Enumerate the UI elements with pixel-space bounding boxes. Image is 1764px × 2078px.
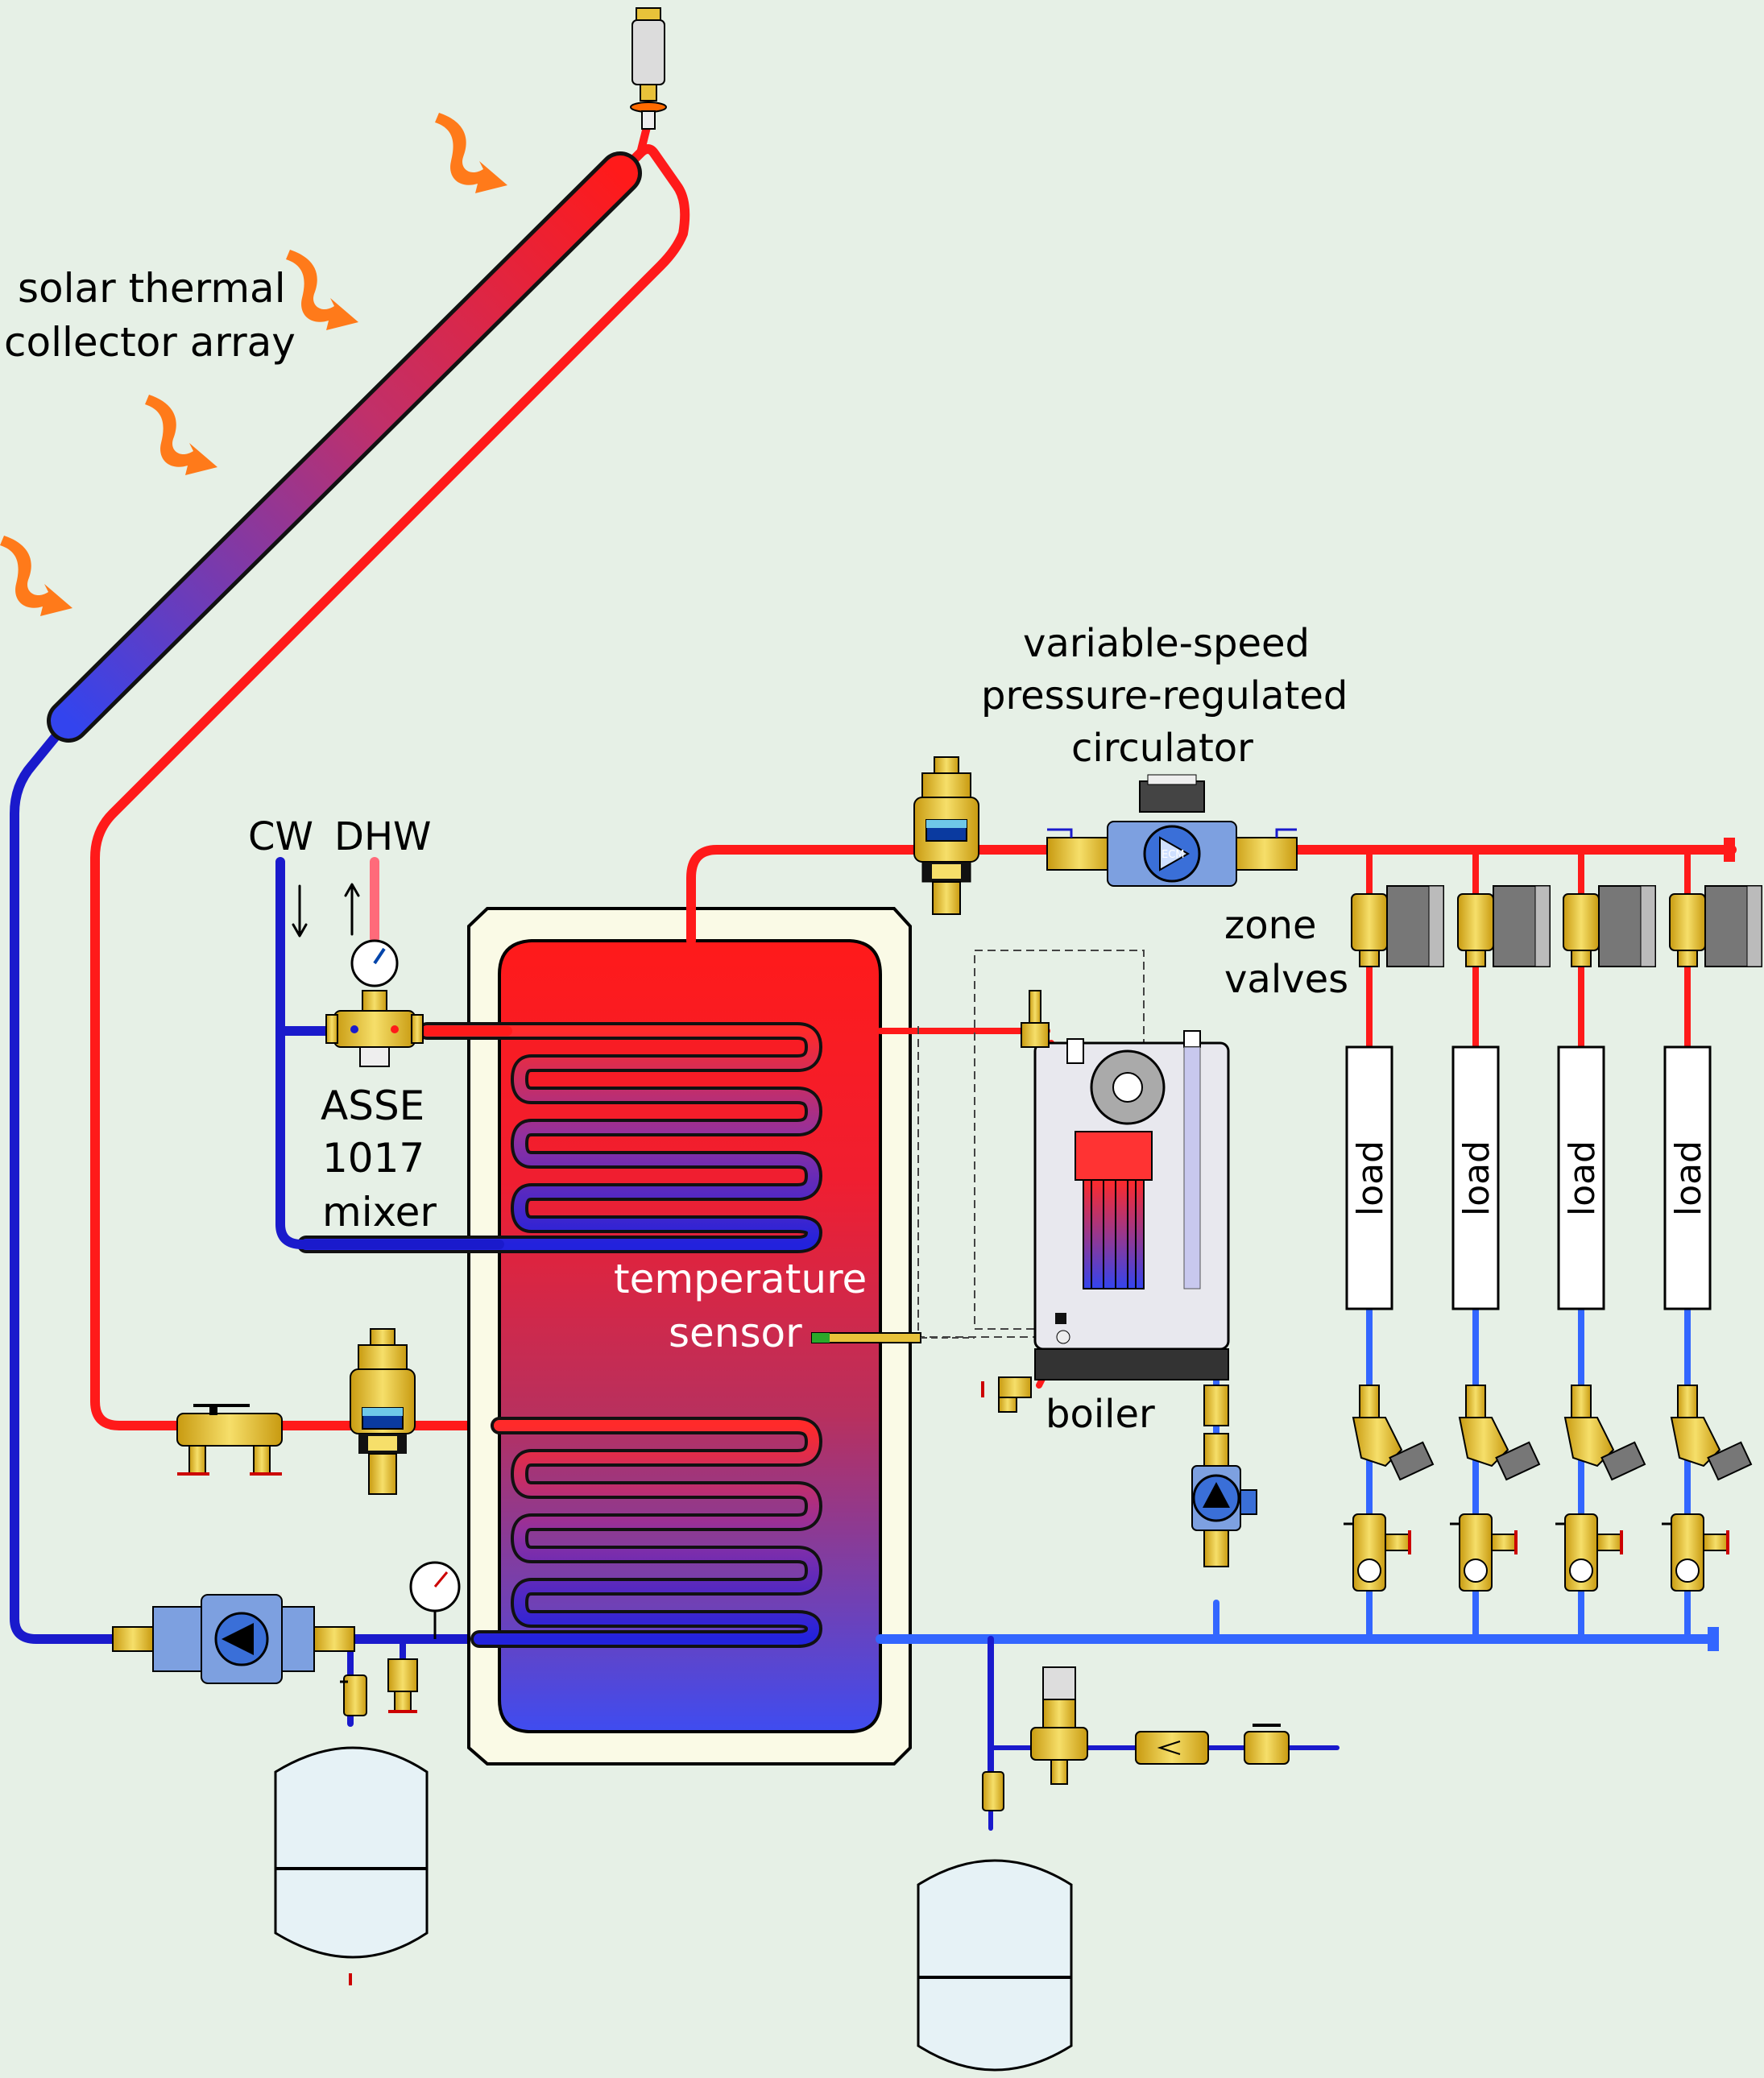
mixer-label-3: mixer xyxy=(322,1189,437,1236)
supply-cap xyxy=(1724,838,1735,862)
gauge-icon xyxy=(409,1561,461,1639)
mixer-label-1: ASSE xyxy=(321,1082,424,1129)
load-label: load xyxy=(1456,1140,1497,1216)
air-separator-icon xyxy=(913,756,979,915)
text-labels: solar thermal collector array variable-s… xyxy=(4,265,1348,1437)
boiler-icon xyxy=(917,950,1230,1381)
mixer-label-2: 1017 xyxy=(322,1135,424,1182)
dhw-coil xyxy=(297,1022,822,1253)
balancing-valve-icon xyxy=(1352,1385,1435,1481)
load-label: load xyxy=(1562,1140,1603,1216)
sun-arrow-icon xyxy=(435,113,507,193)
sensor-label-1: temperature xyxy=(614,1256,867,1302)
load-box: load xyxy=(1663,1045,1712,1310)
ball-valve-icon xyxy=(982,1771,1004,1811)
balancing-valve-icon xyxy=(1563,1385,1646,1481)
mixing-valve-icon xyxy=(325,939,424,1067)
zone-valve-icon xyxy=(1563,885,1656,967)
ball-valve-icon xyxy=(1555,1513,1623,1592)
load-box: load xyxy=(1557,1045,1605,1310)
cw-label: CW xyxy=(248,814,313,859)
collector-label-1: solar thermal xyxy=(18,265,286,312)
circulator-icon xyxy=(112,1594,355,1684)
air-vent-icon xyxy=(630,7,667,130)
supply-header xyxy=(686,845,1737,946)
sun-arrow-icon xyxy=(145,395,217,475)
fill-valve-icon xyxy=(1030,1666,1088,1785)
circulator-label-3: circulator xyxy=(1071,726,1253,771)
load-label: load xyxy=(1350,1140,1391,1216)
dhw-piping xyxy=(275,857,512,1249)
load-box: load xyxy=(1345,1045,1393,1310)
solar-coil xyxy=(470,1417,822,1648)
drain-valve-icon xyxy=(387,1658,418,1713)
ecm-badge: ECM xyxy=(1162,849,1185,861)
boiler-label: boiler xyxy=(1046,1392,1155,1437)
zone-valves-label-2: valves xyxy=(1224,957,1348,1002)
ball-valve-icon xyxy=(1662,1513,1729,1592)
return-cap xyxy=(1708,1627,1719,1651)
dhw-label: DHW xyxy=(334,814,432,859)
temperature-sensor-icon xyxy=(811,1332,975,1343)
circulator-icon xyxy=(1191,1385,1257,1567)
relief-valve-icon xyxy=(1021,990,1050,1048)
sun-arrows xyxy=(0,113,507,616)
collector-label-2: collector array xyxy=(4,319,296,366)
drain-valve-icon xyxy=(981,1376,1032,1413)
air-separator-icon xyxy=(350,1328,416,1495)
solar-cold-pipe xyxy=(10,716,484,1644)
solar-collector xyxy=(47,151,642,743)
circulator-icon: ECM xyxy=(1046,774,1298,887)
circulator-label-1: variable-speed xyxy=(1023,621,1310,666)
cold-water-pipe xyxy=(275,857,504,1249)
expansion-tank-icon xyxy=(917,1859,1073,2072)
check-valve-icon xyxy=(1135,1731,1209,1765)
ball-valve-icon xyxy=(1344,1513,1411,1592)
load-label: load xyxy=(1668,1140,1709,1216)
zones: load load load load xyxy=(1344,850,1762,1639)
zone-valves-label-1: zone xyxy=(1224,903,1317,948)
ball-valve-icon xyxy=(1244,1724,1290,1765)
expansion-tank-icon xyxy=(274,1746,429,1985)
sun-arrow-icon xyxy=(286,250,358,330)
zone-valve-icon xyxy=(1351,885,1444,967)
ball-valve-icon xyxy=(1450,1513,1518,1592)
circulator-label-2: pressure-regulated xyxy=(981,673,1348,718)
load-box: load xyxy=(1451,1045,1500,1310)
sun-arrow-icon xyxy=(0,536,72,616)
zone-valve-icon xyxy=(1457,885,1551,967)
zone-valve-icon xyxy=(1669,885,1762,967)
solar-hot-pipe xyxy=(90,144,690,1430)
balancing-valve-icon xyxy=(1670,1385,1753,1481)
tank-body xyxy=(498,939,882,1733)
ball-valve-icon xyxy=(340,1674,367,1716)
sensor-label-2: sensor xyxy=(669,1310,802,1356)
balancing-valve-icon xyxy=(1458,1385,1541,1481)
purge-valve-icon xyxy=(176,1404,283,1476)
